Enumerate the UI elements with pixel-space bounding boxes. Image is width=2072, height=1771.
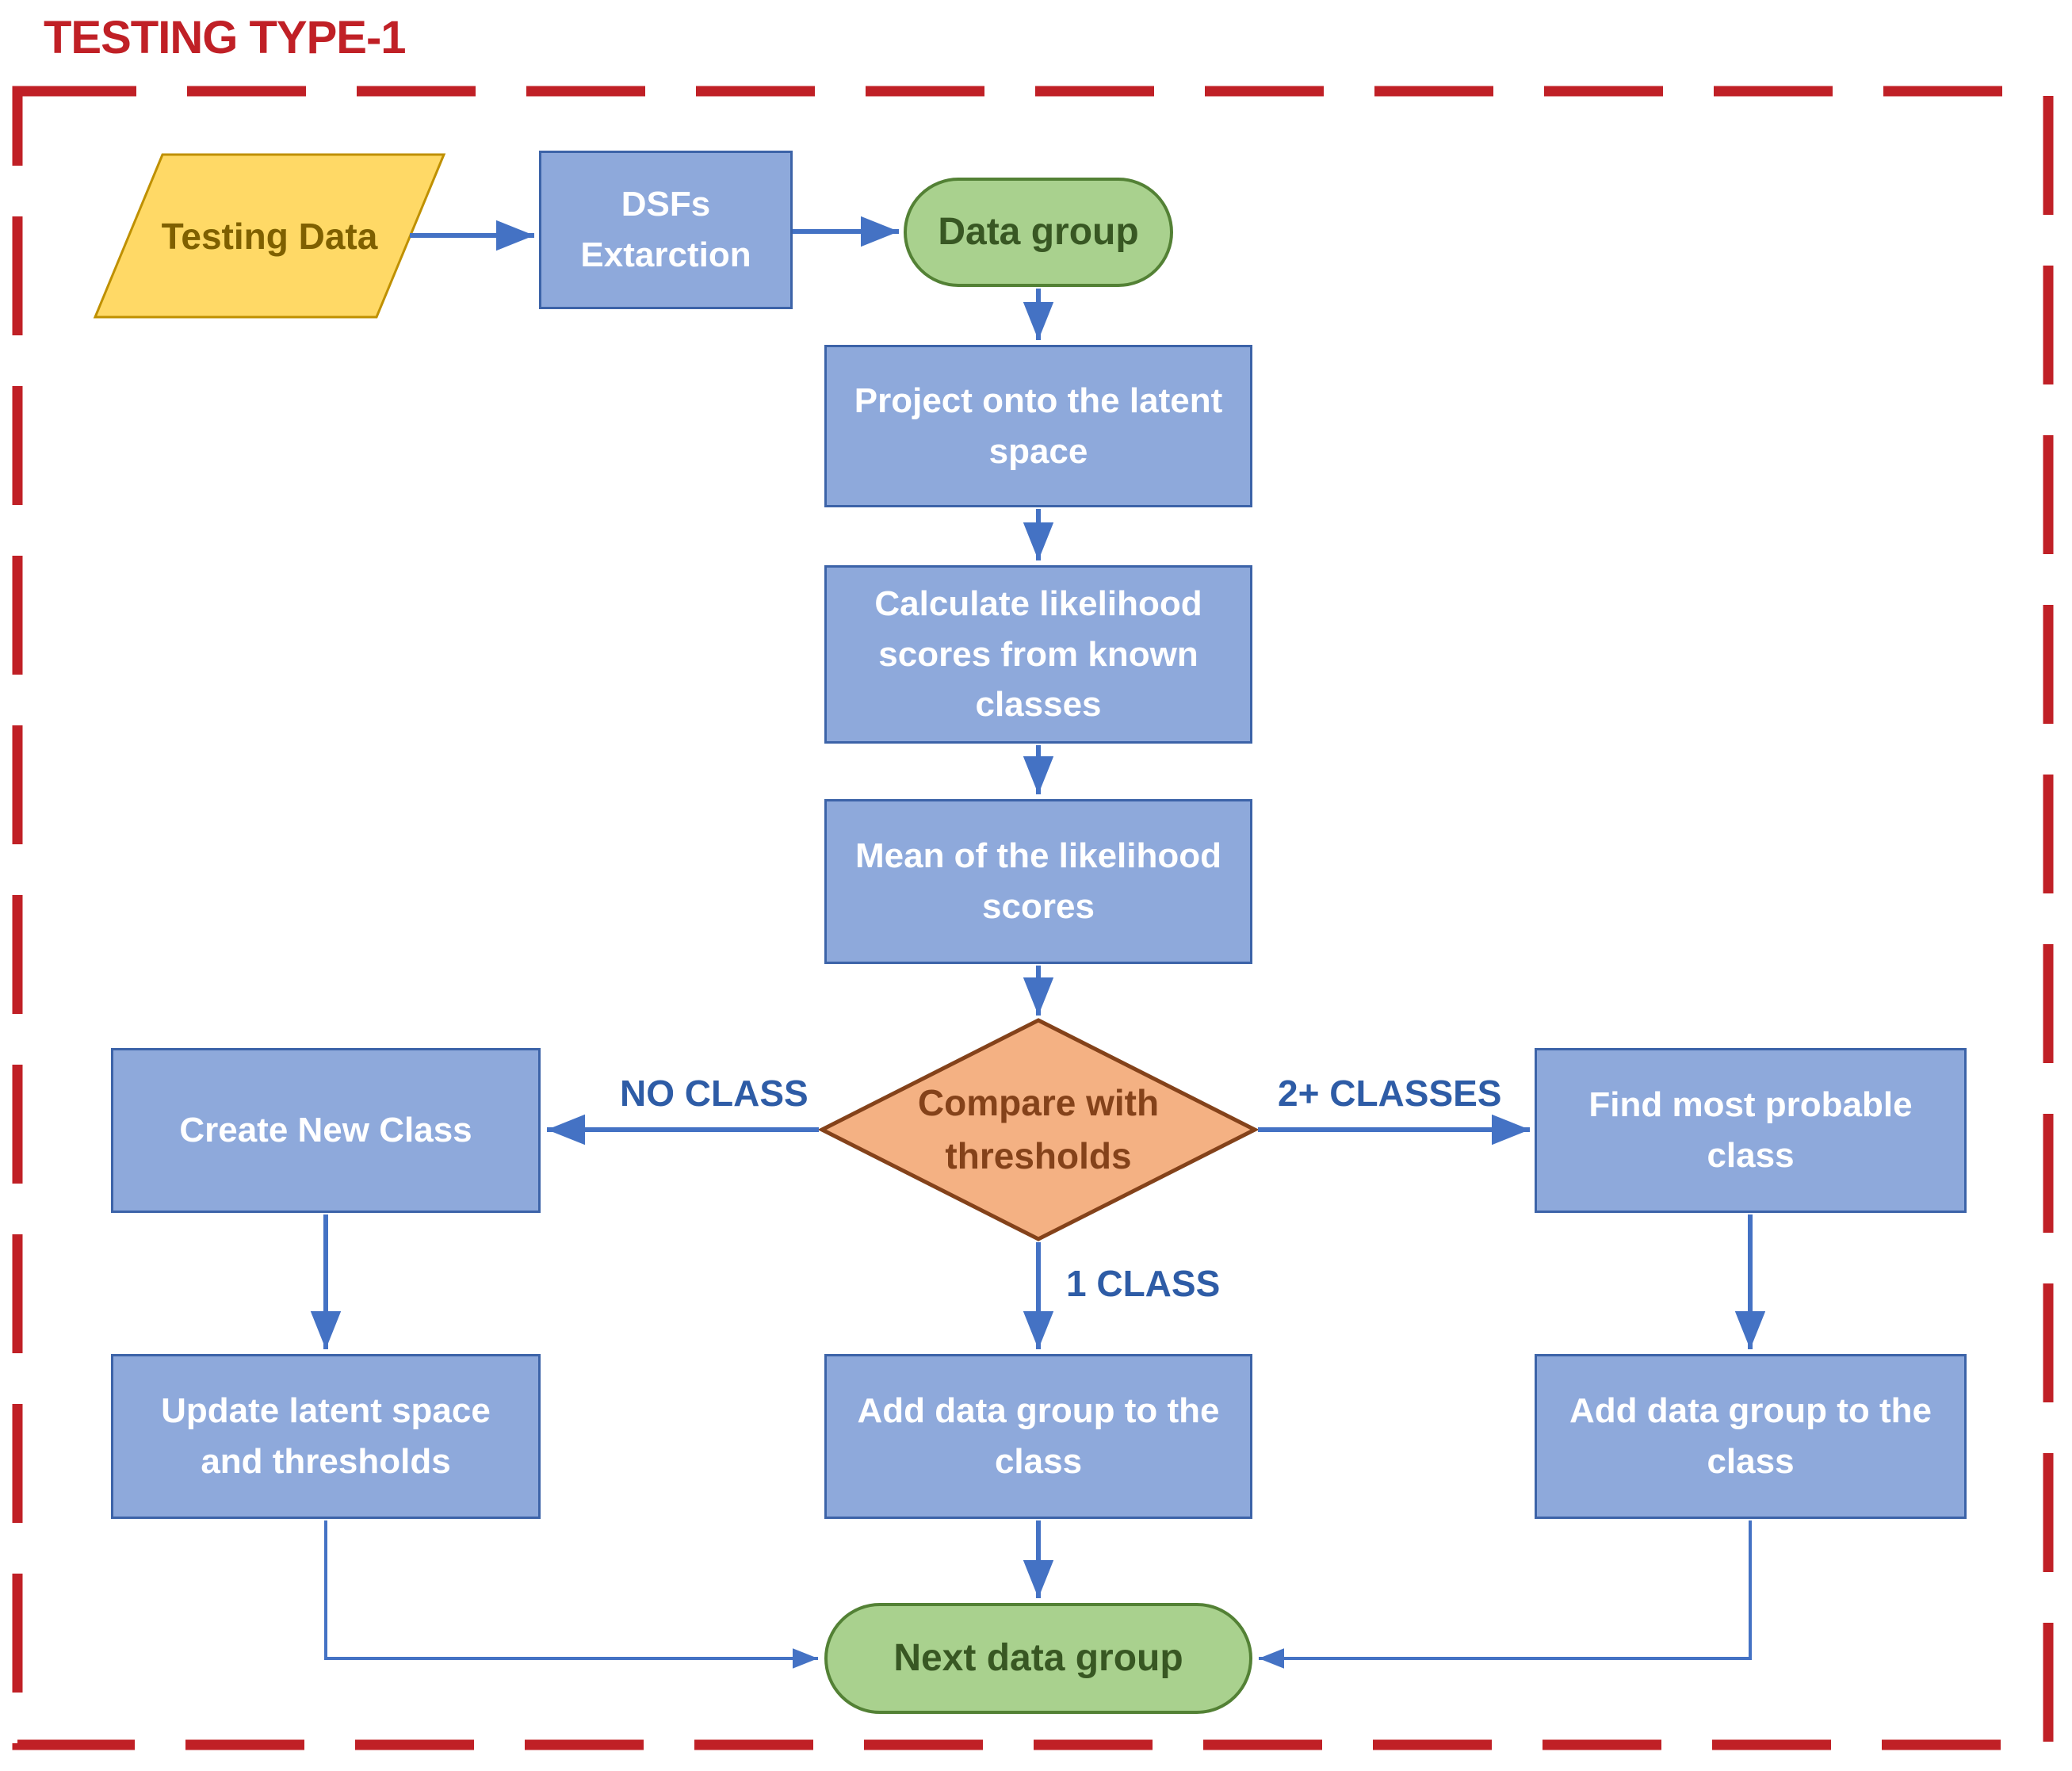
mean-scores-node: Mean of the likelihood scores [824,799,1252,964]
testing-data-parallelogram [93,153,446,319]
compare-thresholds-diamond [817,1018,1260,1241]
elbow-update-to-next [324,1520,818,1669]
compare-thresholds-node-label: Compare with thresholds [917,1082,1160,1176]
dsfs-extraction-node: DSFs Extarction [539,151,793,309]
elbow-addright-to-next [1259,1520,1752,1669]
testing-data-node-label: Testing Data [161,216,378,257]
add-group-right-node: Add data group to the class [1535,1354,1967,1519]
two-plus-classes-edge-label: 2+ CLASSES [1278,1073,1502,1114]
project-latent-node: Project onto the latent space [824,345,1252,507]
no-class-edge-label: NO CLASS [620,1073,809,1114]
page-title: TESTING TYPE-1 [44,12,407,63]
next-data-group-node: Next data group [824,1603,1252,1714]
create-new-class-node: Create New Class [111,1048,541,1213]
calc-likelihood-node: Calculate likelihood scores from known c… [824,565,1252,744]
one-class-edge-label: 1 CLASS [1066,1263,1221,1304]
data-group-node: Data group [904,178,1173,287]
find-most-probable-node: Find most probable class [1535,1048,1967,1213]
add-group-center-node: Add data group to the class [824,1354,1252,1519]
update-latent-node: Update latent space and thresholds [111,1354,541,1519]
